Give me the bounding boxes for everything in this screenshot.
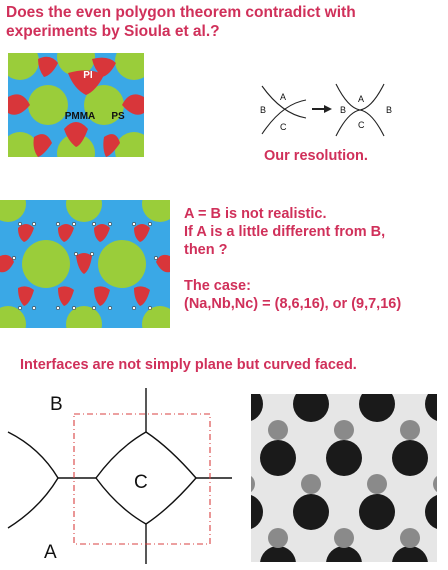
resolution-schematic: A B C A B B C	[260, 83, 392, 137]
morphology-figure-top: PI PMMA PS	[8, 53, 144, 157]
label-ps: PS	[111, 111, 125, 122]
text-line-5: (Na,Nb,Nc) = (8,6,16), or (9,7,16)	[184, 296, 402, 312]
text-line-2: If A is a little different from B,	[184, 224, 386, 240]
label-pi: PI	[83, 70, 93, 81]
schematic-b-left: B	[260, 105, 266, 115]
interfaces-caption: Interfaces are not simply plane but curv…	[20, 357, 357, 373]
resolution-caption: Our resolution.	[264, 148, 368, 164]
micrograph-image	[251, 394, 437, 562]
page-title: Does the even polygon theorem contradict…	[6, 4, 356, 40]
schematic-a-left: A	[280, 92, 286, 102]
label-a: A	[44, 542, 57, 563]
schematic-b-right-left: B	[340, 105, 346, 115]
tiling-figure	[0, 200, 170, 328]
schematic-a-right: A	[358, 94, 364, 104]
schematic-b-right-right: B	[386, 105, 392, 115]
curved-interface-diagram: B C A	[7, 388, 232, 564]
label-c: C	[134, 472, 148, 493]
label-b: B	[50, 394, 63, 415]
text-line-4: The case:	[184, 278, 251, 294]
analysis-text: A = B is not realistic. If A is a little…	[184, 205, 401, 313]
text-line-3: then ?	[184, 242, 228, 258]
label-pmma: PMMA	[65, 111, 96, 122]
schematic-c-left: C	[280, 122, 287, 132]
text-line-1: A = B is not realistic.	[184, 206, 327, 222]
schematic-c-right: C	[358, 120, 365, 130]
